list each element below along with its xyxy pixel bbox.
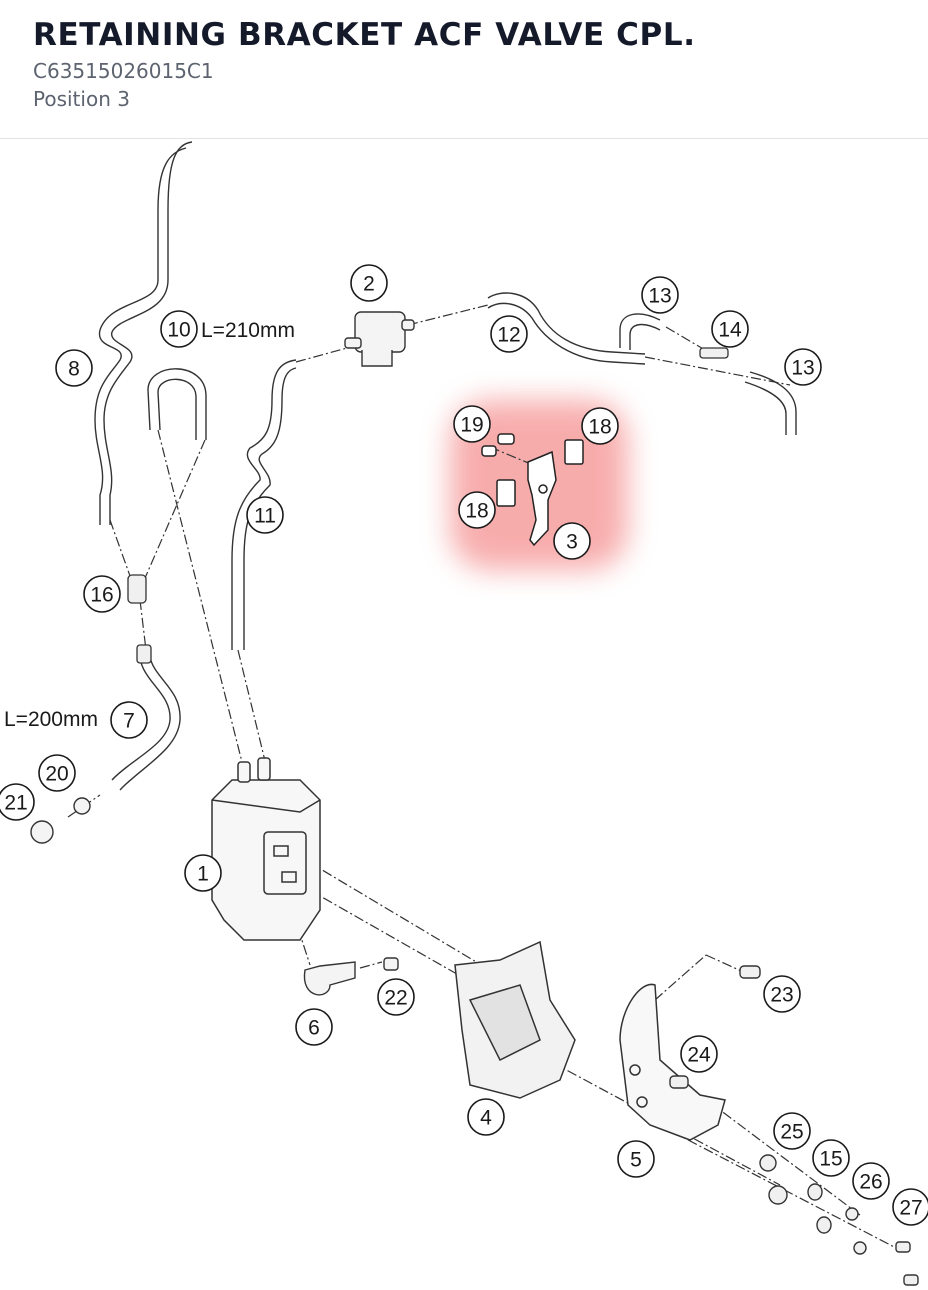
- callout-circle: [852, 1162, 890, 1200]
- callout-25: 25: [780, 1121, 803, 1144]
- callout-circle: [680, 1035, 718, 1073]
- callout-circle: [641, 276, 679, 314]
- hardware: [669, 965, 919, 1286]
- callout-circle: [246, 496, 284, 534]
- callout-circle: [773, 1112, 811, 1150]
- callout-2: 2: [363, 273, 375, 296]
- callout-13a: 13: [648, 285, 671, 308]
- callout-circle: [160, 310, 198, 348]
- callout-12: 12: [497, 324, 520, 347]
- callout-24: 24: [687, 1044, 711, 1067]
- callout-circle: [784, 348, 822, 386]
- callout-27: 27: [899, 1197, 922, 1220]
- callout-15: 15: [819, 1148, 842, 1171]
- callout-14: 14: [718, 319, 742, 342]
- callout-10: 10: [167, 319, 190, 342]
- callout-1: 1: [197, 863, 209, 886]
- callout-circle: [812, 1139, 850, 1177]
- callout-16: 16: [90, 584, 113, 607]
- callout-21: 21: [4, 792, 27, 815]
- callout-20: 20: [45, 763, 68, 786]
- acf-valve: [344, 311, 415, 367]
- callout-18b: 18: [465, 500, 488, 523]
- callout-circle: [467, 1098, 505, 1136]
- mounting-bracket: [454, 940, 576, 1099]
- callout-18a: 18: [588, 416, 611, 439]
- callout-circle: [581, 407, 619, 445]
- callout-circle: [110, 701, 148, 739]
- callout-circle: [55, 349, 93, 387]
- callout-circle: [617, 1140, 655, 1178]
- callout-circle: [38, 754, 76, 792]
- hoses: [94, 141, 797, 791]
- hose-7-length: L=200mm: [4, 708, 98, 731]
- callout-circle: [295, 1008, 333, 1046]
- callout-circle: [377, 978, 415, 1016]
- hose-10-length: L=210mm: [201, 319, 295, 342]
- small-fittings: [30, 797, 399, 996]
- callout-circle: [458, 491, 496, 529]
- part-number: C63515026015C1: [33, 59, 214, 83]
- callout-3: 3: [566, 531, 578, 554]
- callout-circle: [892, 1188, 928, 1226]
- retaining-bracket: [481, 433, 584, 547]
- callout-circle: [763, 975, 801, 1013]
- callout-circle: [0, 783, 35, 821]
- callout-circle: [711, 310, 749, 348]
- callout-19: 19: [460, 414, 483, 437]
- connectors: [127, 347, 729, 664]
- callout-11: 11: [254, 505, 276, 528]
- callout-circle: [490, 315, 528, 353]
- callout-6: 6: [308, 1017, 320, 1040]
- callout-labels: 2 10 8 12 13 14 13 19 18 18 3 11 16 7 20…: [4, 273, 922, 1220]
- carbon-canister: [211, 757, 321, 941]
- callout-26: 26: [859, 1171, 882, 1194]
- side-bracket: [619, 983, 726, 1141]
- callout-23: 23: [770, 984, 793, 1007]
- callout-5: 5: [630, 1149, 642, 1172]
- page-title: RETAINING BRACKET ACF VALVE CPL.: [33, 17, 696, 53]
- position-label: Position 3: [33, 87, 130, 111]
- page-header: RETAINING BRACKET ACF VALVE CPL. C635150…: [0, 0, 928, 139]
- callout-22: 22: [384, 987, 407, 1010]
- callout-circle: [453, 405, 491, 443]
- callout-13b: 13: [791, 357, 814, 380]
- callout-circle: [553, 522, 591, 560]
- exploded-parts-diagram: 2 10 8 12 13 14 13 19 18 18 3 11 16 7 20…: [0, 141, 928, 1286]
- callout-7: 7: [123, 710, 135, 733]
- callout-8: 8: [68, 358, 80, 381]
- callout-circle: [350, 264, 388, 302]
- callout-circle: [184, 854, 222, 892]
- callout-4: 4: [480, 1107, 492, 1130]
- callouts: [0, 264, 928, 1226]
- callout-circle: [83, 575, 121, 613]
